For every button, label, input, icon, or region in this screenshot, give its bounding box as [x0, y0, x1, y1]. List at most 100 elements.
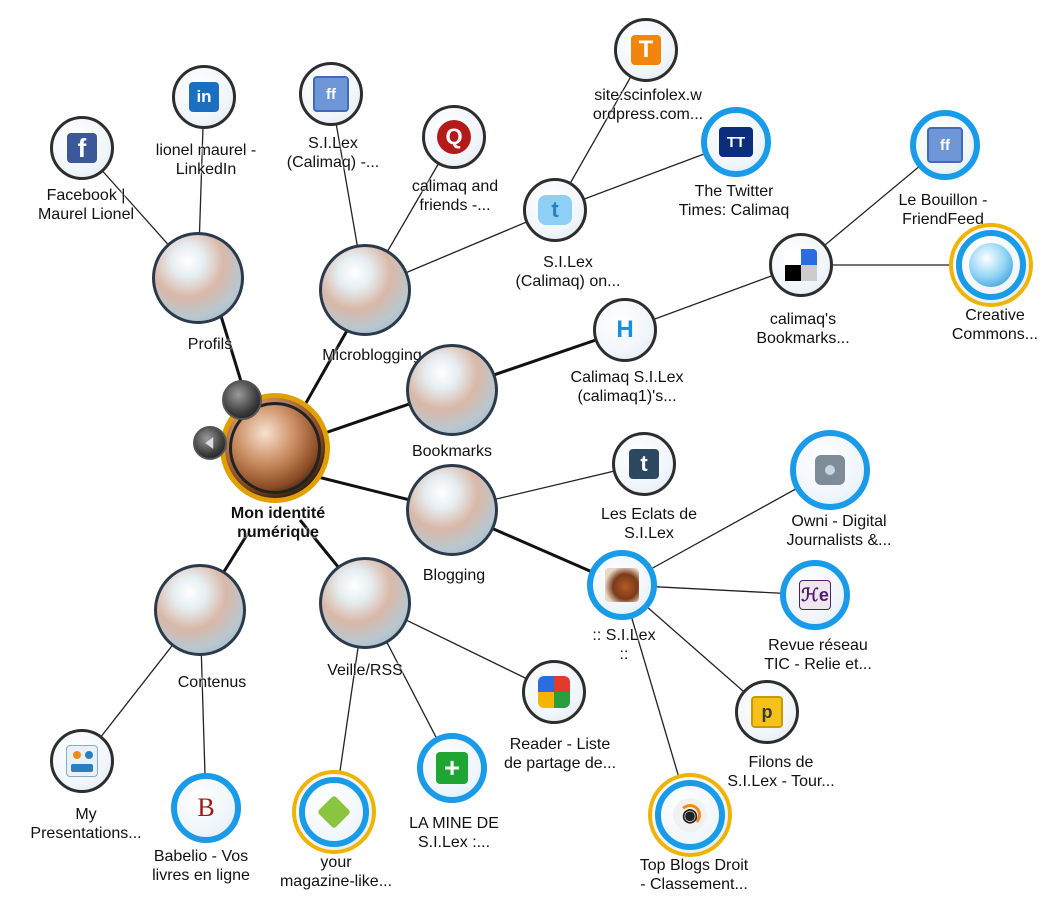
leaf-node-twitter-silex[interactable]: t: [523, 178, 587, 242]
leaf-label-silex-line1: :: S.I.Lex: [592, 627, 656, 644]
leaf-label-owni-line2: Journalists &...: [786, 532, 892, 549]
leaf-label-facebook-line1: Facebook |: [46, 187, 126, 204]
leaf-label-top-blogs-line1: Top Blogs Droit: [639, 857, 749, 874]
twitter-times-icon: TT: [719, 127, 753, 157]
delicious-icon: [785, 249, 817, 281]
leaf-label-mine-line2: S.I.Lex :...: [417, 834, 491, 851]
leaf-label-identica-line1: Calimaq S.I.Lex: [570, 369, 684, 386]
leaf-node-owni[interactable]: [790, 430, 870, 510]
posterous-icon: p: [751, 696, 783, 728]
leaf-node-filons[interactable]: p: [735, 680, 799, 744]
leaf-label-eclats: Les Eclats de S.I.Lex: [601, 505, 697, 543]
group-node-bookmarks[interactable]: [406, 344, 498, 436]
group-node-contenus[interactable]: [154, 564, 246, 656]
leaf-label-mine: LA MINE DE S.I.Lex :...: [409, 814, 499, 852]
leaf-label-creative-commons: Creative Commons...: [952, 306, 1038, 344]
leaf-label-presentations: My Presentations...: [30, 805, 141, 843]
leaf-label-eclats-line1: Les Eclats de: [600, 506, 698, 523]
leaf-label-delicious: calimaq's Bookmarks...: [756, 310, 849, 348]
group-label-profils: Profils: [187, 336, 233, 353]
leaf-label-filons-line1: Filons de: [748, 754, 814, 771]
leaf-label-silex-blog: :: S.I.Lex ::: [592, 626, 655, 664]
leaf-label-friendfeed-silex-line1: S.I.Lex: [308, 135, 358, 152]
leaf-label-identica-line2: (calimaq1)'s...: [577, 388, 677, 405]
leaf-label-top-blogs-line2: - Classement...: [640, 876, 748, 893]
leaf-node-friendfeed-silex[interactable]: ff: [299, 62, 363, 126]
leaf-label-twitter-silex: S.I.Lex (Calimaq) on...: [516, 253, 621, 291]
leaf-label-delicious-line2: Bookmarks...: [756, 330, 850, 347]
revue-icon: ℋe: [799, 580, 831, 610]
leaf-label-filons-line2: S.I.Lex - Tour...: [727, 773, 835, 790]
leaf-label-linkedin-line1: lionel maurel -: [155, 142, 257, 159]
leaf-node-eclats[interactable]: t: [612, 432, 676, 496]
leaf-label-babelio-line2: livres en ligne: [152, 867, 250, 884]
leaf-node-reader[interactable]: [522, 660, 586, 724]
leaf-node-identica[interactable]: H: [593, 298, 657, 362]
topsy-icon: T: [631, 35, 661, 65]
leaf-label-revue-line1: Revue réseau: [768, 637, 868, 654]
leaf-label-cc-line1: Creative: [965, 307, 1025, 324]
leaf-node-bouillon[interactable]: ff: [910, 110, 980, 180]
leaf-label-bouillon: Le Bouillon - FriendFeed: [899, 191, 988, 229]
collapse-control-icon[interactable]: [222, 380, 262, 420]
leaf-node-top-blogs[interactable]: ◉: [648, 773, 732, 857]
leaf-label-your-magazine: your magazine-like...: [280, 853, 392, 891]
leaf-node-revue[interactable]: ℋe: [780, 560, 850, 630]
leaf-label-twitter-times-line2: Times: Calimaq: [678, 202, 790, 219]
facebook-icon: f: [67, 133, 97, 163]
leaf-node-presentations[interactable]: [50, 729, 114, 793]
leaf-label-facebook-line2: Maurel Lionel: [37, 206, 135, 223]
leaf-label-twitter-times-line1: The Twitter: [694, 183, 774, 200]
leaf-node-linkedin[interactable]: in: [172, 65, 236, 129]
group-node-profils[interactable]: [152, 232, 244, 324]
leaf-label-owni-line1: Owni - Digital: [791, 513, 887, 530]
leaf-label-presentations-line2: Presentations...: [30, 825, 142, 842]
leaf-node-babelio[interactable]: B: [171, 773, 241, 843]
netvibes-plus-icon: +: [436, 752, 468, 784]
leaf-label-owni: Owni - Digital Journalists &...: [787, 512, 892, 550]
leaf-node-delicious[interactable]: [769, 233, 833, 297]
babelio-icon: B: [197, 793, 215, 822]
leaf-label-topsy-line1: site:scinfolex.w: [594, 87, 702, 104]
leaf-node-silex-blog[interactable]: [587, 550, 657, 620]
leaf-label-cc-line2: Commons...: [951, 326, 1039, 343]
diamond-icon: [317, 795, 351, 829]
group-label-contenus: Contenus: [177, 674, 247, 691]
leaf-node-creative-commons[interactable]: [949, 223, 1033, 307]
leaf-label-magazine-line1: your: [320, 854, 352, 871]
leaf-label-eclats-line2: S.I.Lex: [624, 525, 674, 542]
group-label-bookmarks: Bookmarks: [411, 443, 493, 460]
back-arrow-icon[interactable]: [193, 426, 227, 460]
creative-commons-icon: [969, 243, 1013, 287]
silex-blog-icon: [605, 568, 639, 602]
leaf-node-twitter-times[interactable]: TT: [701, 107, 771, 177]
leaf-label-linkedin: lionel maurel - LinkedIn: [156, 141, 256, 179]
leaf-label-twitter-times: The Twitter Times: Calimaq: [679, 182, 790, 220]
leaf-label-magazine-line2: magazine-like...: [279, 873, 393, 890]
leaf-node-topsy[interactable]: T: [614, 18, 678, 82]
group-label-microblogging: Microblogging: [322, 347, 422, 364]
leaf-label-twitter-silex-line1: S.I.Lex: [543, 254, 593, 271]
leaf-label-calimaq-friends-line1: calimaq and: [411, 178, 499, 195]
leaf-node-your-magazine[interactable]: [292, 770, 376, 854]
root-label-line1: Mon identité: [230, 505, 326, 522]
leaf-label-revue-line2: TIC - Relie et...: [764, 656, 872, 673]
leaf-label-revue: Revue réseau TIC - Relie et...: [764, 636, 872, 674]
leaf-node-calimaq-friends[interactable]: Q: [422, 105, 486, 169]
google-reader-icon: [538, 676, 570, 708]
leaf-label-presentations-line1: My: [75, 806, 97, 823]
slideshare-icon: [66, 745, 98, 777]
leaf-label-bouillon-line1: Le Bouillon -: [898, 192, 988, 209]
leaf-label-babelio: Babelio - Vos livres en ligne: [152, 847, 250, 885]
leaf-node-mine[interactable]: +: [417, 733, 487, 803]
linkedin-icon: in: [189, 82, 219, 112]
group-node-microblogging[interactable]: [319, 244, 411, 336]
identica-icon: H: [616, 316, 634, 343]
group-node-blogging[interactable]: [406, 464, 498, 556]
leaf-label-reader-line2: de partage de...: [503, 755, 617, 772]
twitter-icon: t: [538, 195, 572, 225]
qik-icon: Q: [437, 120, 471, 154]
group-node-veille[interactable]: [319, 557, 411, 649]
leaf-label-reader-line1: Reader - Liste: [509, 736, 611, 753]
leaf-node-facebook[interactable]: f: [50, 116, 114, 180]
